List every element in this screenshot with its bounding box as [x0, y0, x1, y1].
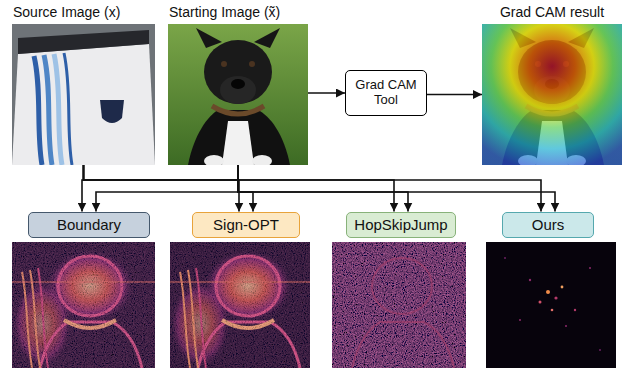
perturbation-dot	[554, 296, 557, 299]
box-label: Sign-OPT	[213, 216, 279, 233]
method-box: Ours	[502, 212, 594, 238]
source-image-frame: Source Image (x)	[12, 24, 155, 165]
tool-box: Grad CAM Tool	[345, 70, 427, 116]
arrow-connector	[238, 165, 555, 212]
arrow-connector	[308, 92, 345, 94]
result-image-frame: Grad CAM result	[482, 24, 622, 165]
starting-image-frame: Starting Image (x̃)	[168, 24, 308, 165]
bag-body	[12, 44, 155, 165]
bag-emblem	[100, 100, 124, 123]
bag-stripe	[64, 53, 72, 165]
perturbation-map	[170, 242, 310, 368]
perturbation-dot	[599, 349, 601, 351]
dog-photo	[168, 24, 308, 165]
gradcam-image	[482, 24, 622, 165]
noise-texture	[332, 242, 466, 368]
box-label: Ours	[532, 216, 565, 233]
boundary-perturbation	[12, 242, 155, 368]
dog-outline	[372, 258, 432, 314]
bag-stripe	[44, 55, 52, 165]
bag-strap	[18, 30, 149, 54]
method-box: Sign-OPT	[192, 212, 300, 238]
perturbation-dot	[546, 290, 550, 294]
arrow-connector	[84, 165, 542, 212]
source-image	[12, 24, 155, 165]
perturbation-dot	[529, 279, 531, 281]
hopskipjump-perturbation	[332, 242, 466, 368]
image-heading: Source Image (x)	[13, 4, 120, 20]
image-heading: Grad CAM result	[500, 4, 604, 20]
perturbation-dot	[539, 301, 542, 304]
perturbation-dot	[565, 325, 567, 327]
bag-stripe	[34, 56, 42, 165]
dog-photo	[482, 24, 622, 165]
arrow-connector	[238, 165, 253, 212]
dog-outline	[352, 322, 454, 368]
box-label: HopSkipJump	[354, 216, 447, 233]
bag-stripe	[54, 54, 62, 165]
box-label: Boundary	[57, 216, 121, 233]
arrow-connector	[427, 94, 482, 96]
ours-perturbation	[486, 242, 616, 368]
perturbation-dot	[519, 319, 521, 321]
arrow-connector	[96, 165, 238, 212]
heatmap-ground	[486, 242, 616, 368]
method-box: HopSkipJump	[346, 212, 456, 238]
perturbation-dot	[504, 257, 506, 259]
box-label: Grad CAM Tool	[353, 78, 419, 108]
arrow-connector	[238, 165, 408, 212]
noise-texture	[12, 242, 155, 368]
perturbation-dot	[589, 267, 591, 269]
bag-background	[12, 24, 155, 165]
perturbation-dot	[574, 309, 576, 311]
arrow-connector	[84, 165, 240, 212]
method-box: Boundary	[28, 212, 150, 238]
gradcam-overlay	[482, 24, 622, 165]
perturbation-dot	[561, 286, 564, 289]
heatmap-ground	[332, 242, 466, 368]
image-heading: Starting Image (x̃)	[169, 4, 280, 20]
perturbation-dot	[551, 309, 554, 312]
starting-image	[168, 24, 308, 165]
noise-texture	[170, 242, 310, 368]
signopt-perturbation	[170, 242, 310, 368]
perturbation-map	[12, 242, 155, 368]
